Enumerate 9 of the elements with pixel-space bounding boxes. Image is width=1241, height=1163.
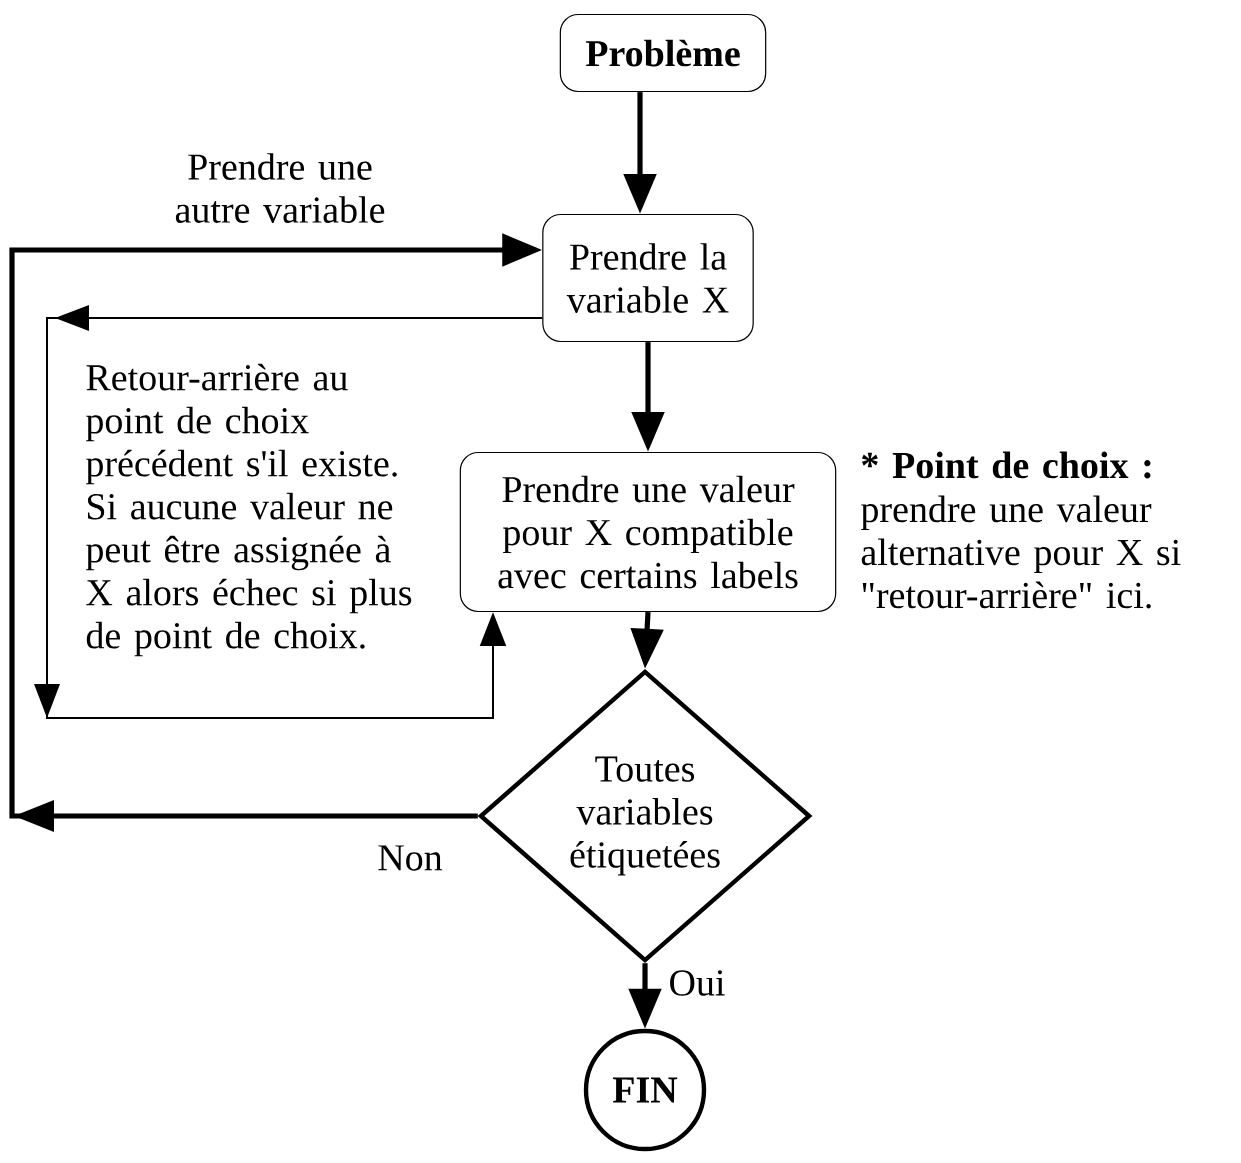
note-text: Retour-arrière au point de choix précédent s'il existe. Si aucune valeur ne peut être assignée à X alors échec si plus de point de choix. — [86, 363, 412, 657]
loop-label: Prendre une autre variable — [175, 153, 385, 223]
note-text: prendre une valeur alternative pour X si "retour-arrière" ici. — [861, 495, 1181, 609]
edge-label: Non — [378, 845, 443, 871]
edge-label: Oui — [670, 970, 725, 996]
start-box: Problème — [559, 13, 767, 93]
process-box: Prendre une valeur pour X compatible avec certains labels — [459, 451, 837, 613]
arrow — [34, 305, 544, 719]
process-box: Prendre la variable X — [542, 213, 754, 343]
